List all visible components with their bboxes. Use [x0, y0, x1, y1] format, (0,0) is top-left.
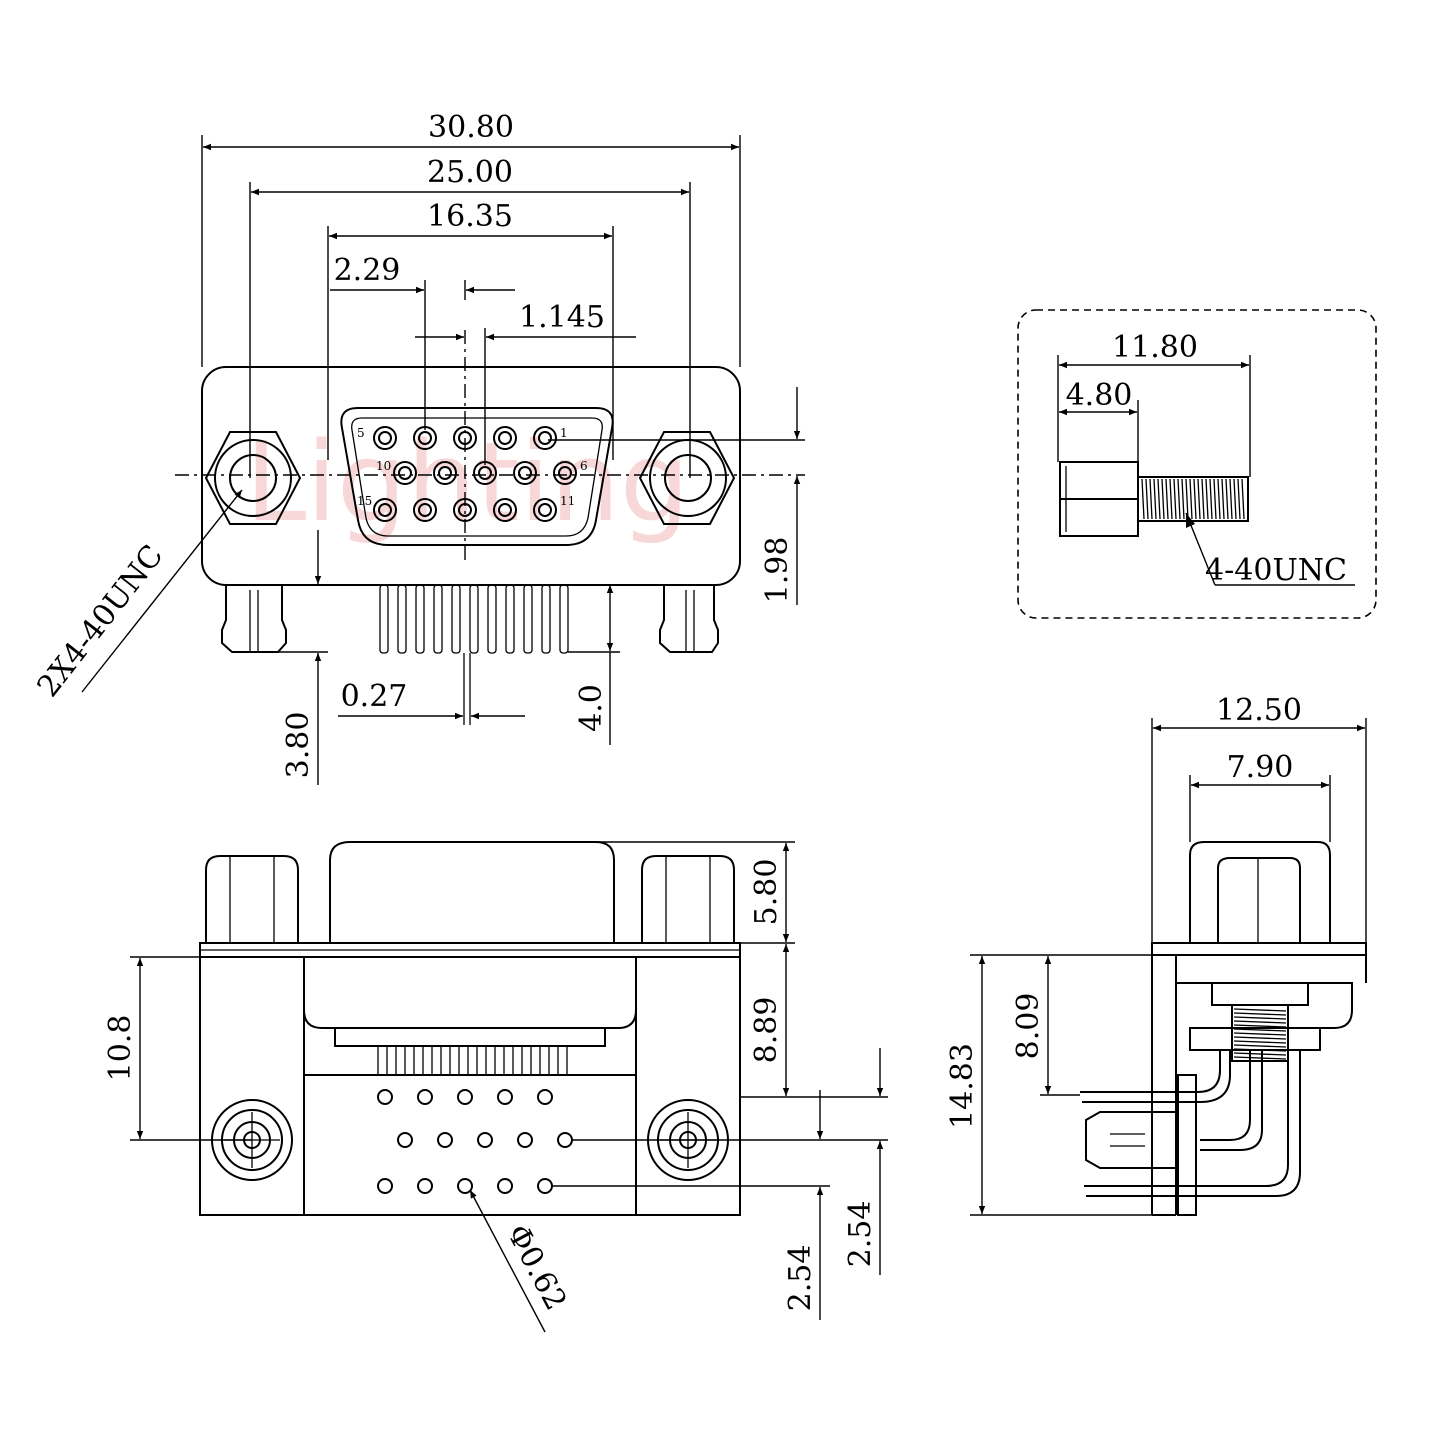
dim-flange-top: 5.80 [749, 859, 784, 926]
threaded-stud [1137, 476, 1249, 522]
dim-side-offset: 8.09 [1011, 993, 1046, 1060]
dim-hex-length: 4.80 [1066, 378, 1133, 413]
side-pin-bottom [1084, 1050, 1289, 1187]
front-pin-stubs [377, 1045, 568, 1076]
front-view: 5.80 8.89 10.8 2.54 2.54 Φ0.62 [103, 841, 888, 1333]
thread-callout-top: 2X4-40UNC [31, 539, 171, 704]
dim-screw-length: 11.80 [1112, 330, 1198, 365]
front-insert [334, 1027, 606, 1047]
watermark: Lighting [245, 418, 690, 546]
dim-side-depth: 12.50 [1216, 693, 1302, 728]
side-standoff [1217, 857, 1301, 943]
dim-row-height: 1.98 [760, 537, 795, 604]
front-shell-rear [303, 957, 637, 1029]
dim-pitch-b: 2.54 [843, 1201, 878, 1268]
screw-detail: 11.80 4.80 4-40UNC [1017, 309, 1377, 619]
front-standoff-left [205, 855, 299, 944]
stud-threads [1141, 478, 1245, 520]
side-body [1176, 982, 1353, 1029]
dim-body-height: 8.89 [749, 997, 784, 1064]
thread-callout-detail: 4-40UNC [1205, 553, 1347, 588]
pin-number-11: 11 [560, 494, 575, 508]
pin-number-5: 5 [357, 426, 365, 440]
pin-number-15: 15 [357, 494, 372, 508]
dim-mount-height: 10.8 [103, 1015, 138, 1082]
left-hex-nut [204, 431, 302, 525]
pcb-pins [379, 584, 569, 725]
side-view: 12.50 7.90 14.83 8.09 [945, 693, 1367, 1216]
side-nut [1211, 982, 1309, 1006]
dim-row-offset: 1.145 [519, 300, 605, 335]
side-thread-lines [1233, 1008, 1287, 1060]
d-shell-outer [340, 407, 614, 546]
dim-shell-width: 16.35 [427, 199, 513, 234]
board-lock-right [659, 585, 719, 653]
dim-pin-width: 0.27 [341, 679, 408, 714]
dim-pcb-offset: 3.80 [281, 712, 316, 779]
side-board-lock [1085, 1111, 1178, 1169]
pin-number-6: 6 [580, 459, 588, 473]
dim-side-height: 14.83 [945, 1043, 980, 1129]
front-body [199, 956, 741, 1216]
dim-side-inner-depth: 7.90 [1227, 750, 1294, 785]
dim-pitch-a: 2.54 [783, 1245, 818, 1312]
pin-grid-top [373, 426, 577, 522]
dim-mount-spacing: 25.00 [427, 155, 513, 190]
pin-number-10: 10 [376, 459, 391, 473]
dim-row-pitch: 2.29 [334, 253, 401, 288]
front-shell [329, 841, 615, 943]
front-standoff-right [641, 855, 735, 944]
side-thread [1231, 1004, 1289, 1062]
side-insert [1189, 1027, 1321, 1051]
side-board-lock-plate [1177, 1074, 1197, 1216]
detail-frame [1017, 309, 1377, 619]
front-pin-holes [377, 1089, 573, 1194]
board-lock-left [221, 585, 287, 653]
dim-overall-width: 30.80 [428, 110, 514, 145]
dim-pin-length: 4.0 [574, 684, 609, 732]
side-pin-top [1080, 1050, 1221, 1093]
pin-number-1: 1 [560, 426, 568, 440]
side-standoff-frame [1189, 841, 1331, 943]
d-shell-inner [351, 417, 603, 537]
